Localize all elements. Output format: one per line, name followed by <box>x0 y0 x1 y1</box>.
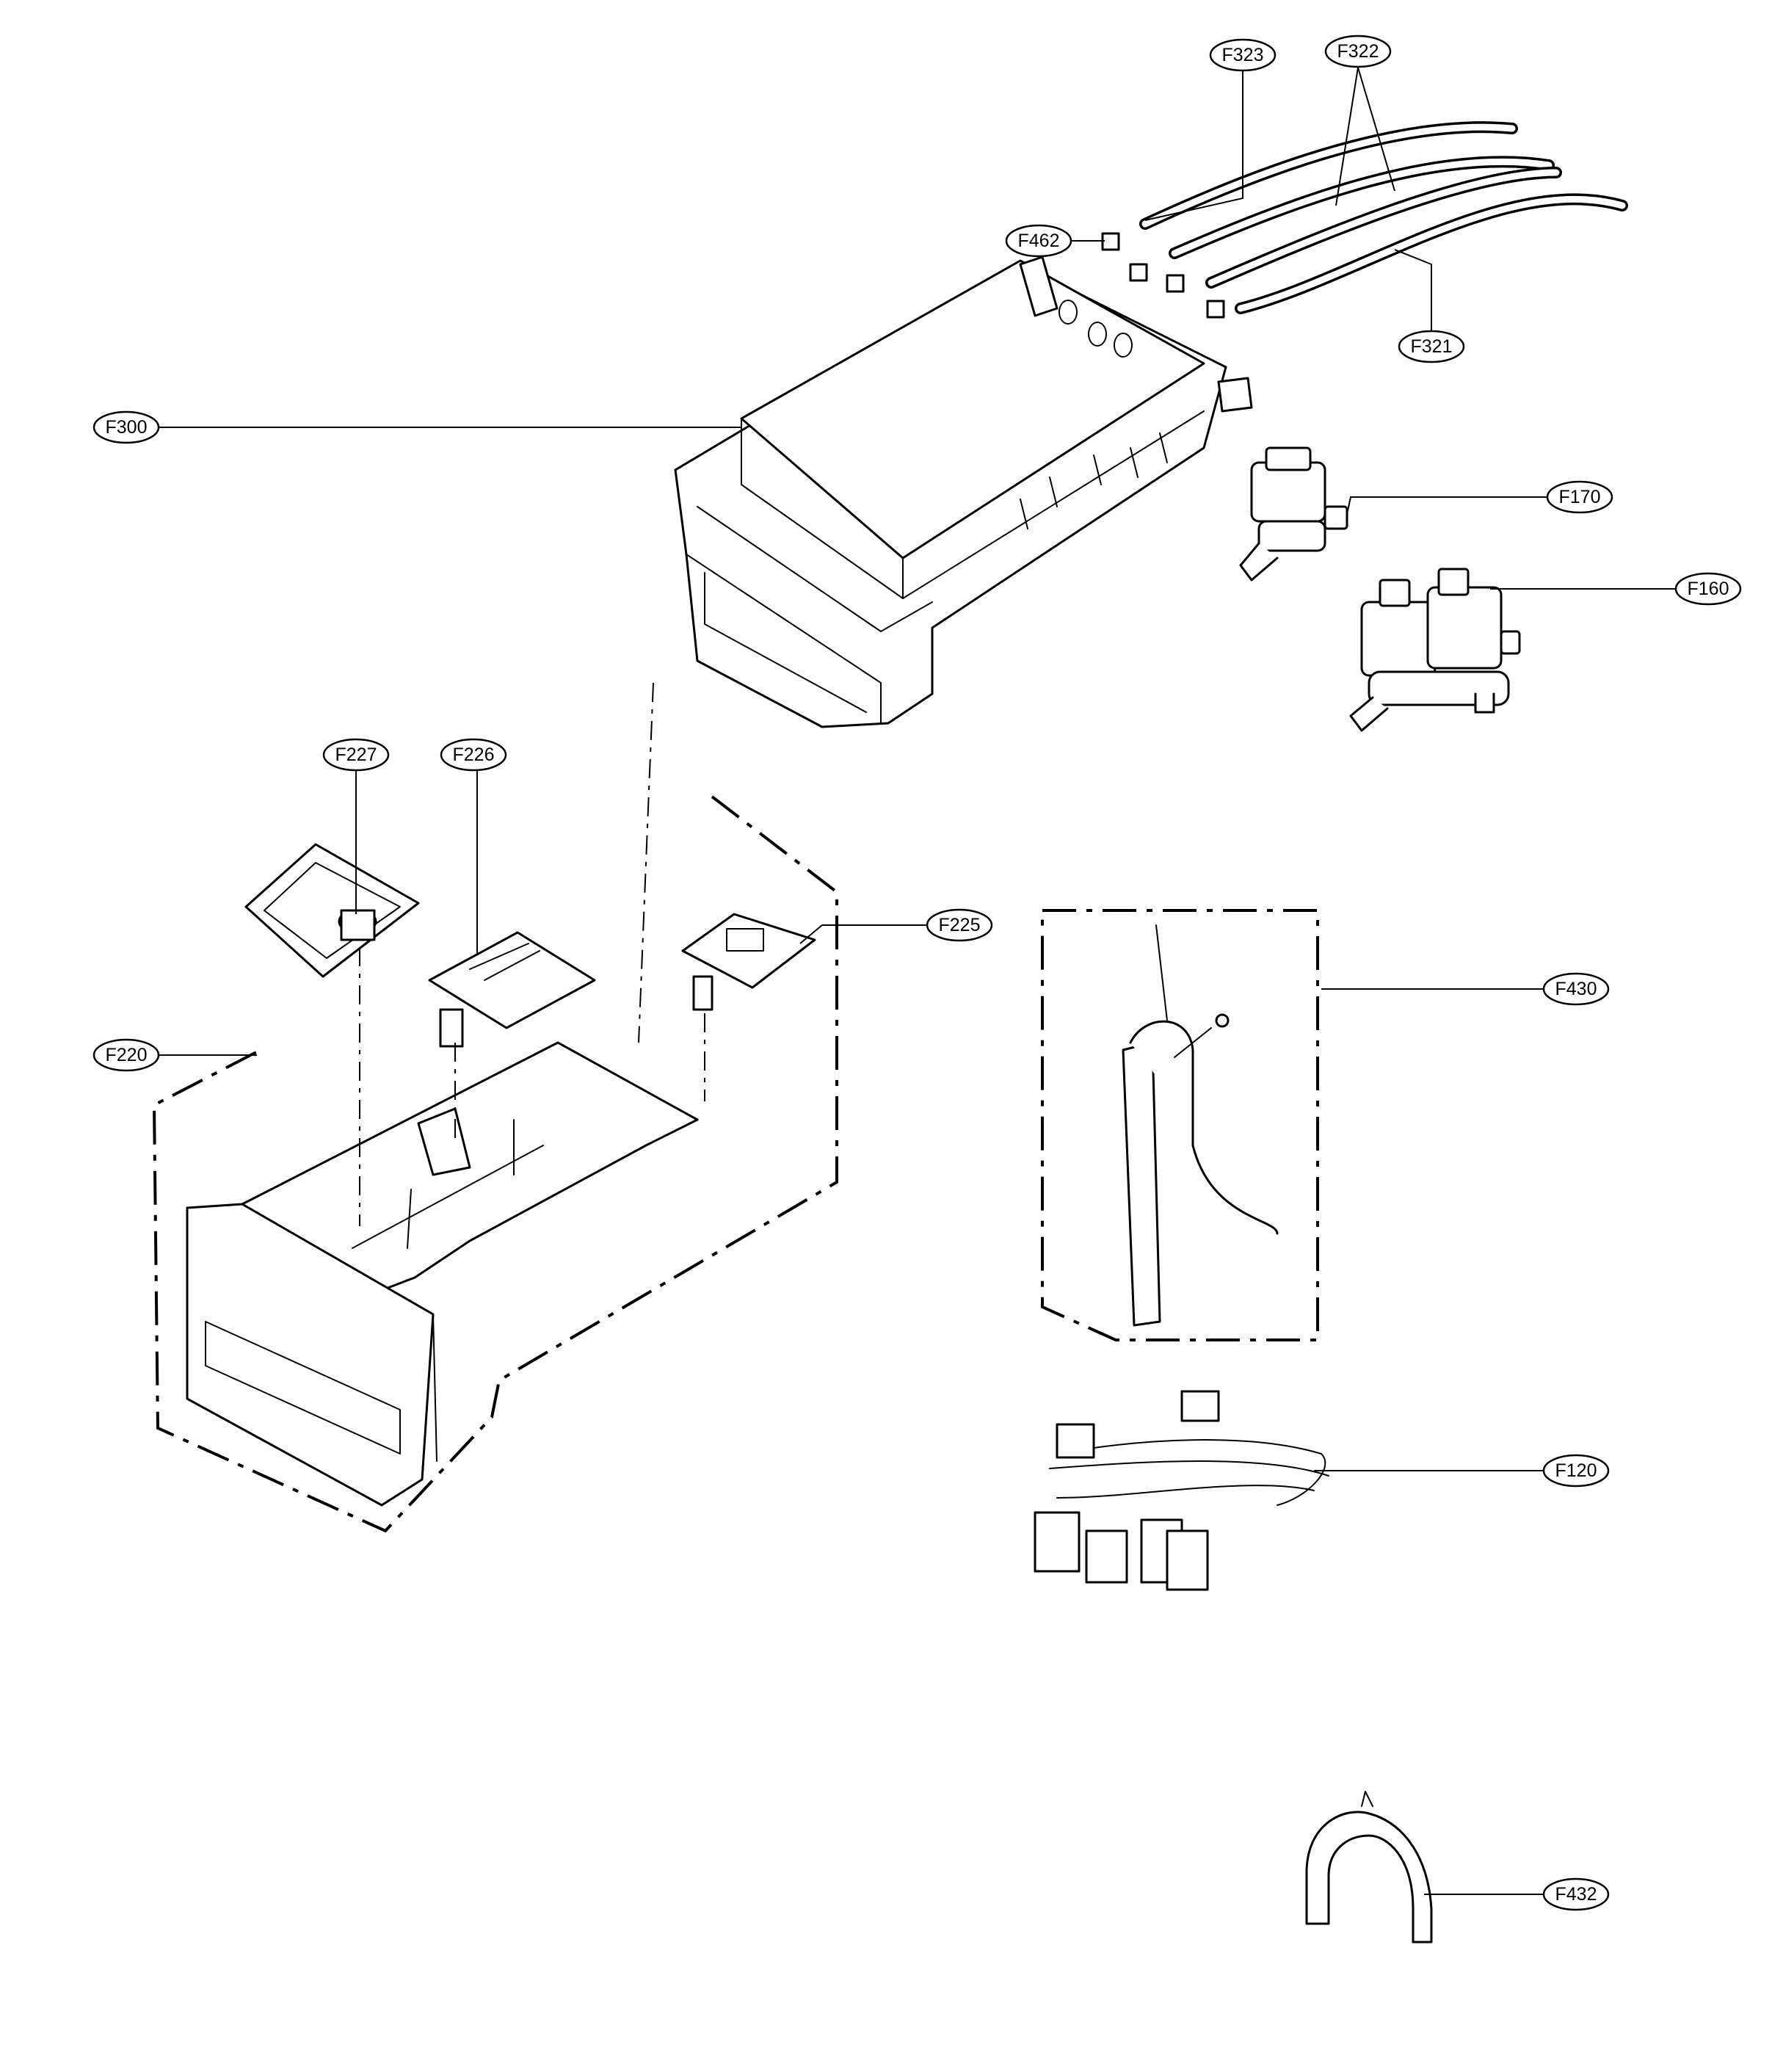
detergent-drawer <box>186 1041 699 1507</box>
callout-f322: F322 <box>1324 35 1392 68</box>
hose-clip <box>1305 1791 1433 1944</box>
callout-f430: F430 <box>1542 972 1610 1006</box>
svg-text:F120: F120 <box>1555 1460 1597 1481</box>
svg-text:F432: F432 <box>1555 1884 1597 1905</box>
callout-f323: F323 <box>1209 38 1277 72</box>
svg-text:F160: F160 <box>1688 579 1729 599</box>
softener-cap <box>244 843 420 978</box>
svg-text:F227: F227 <box>335 745 377 765</box>
valve-double <box>1349 568 1521 732</box>
softener-insert <box>681 913 816 1011</box>
svg-text:F170: F170 <box>1559 487 1601 507</box>
callout-f300: F300 <box>92 410 160 444</box>
callout-f170: F170 <box>1546 480 1613 514</box>
guide-line <box>359 947 705 1226</box>
leader-lines <box>156 67 1676 1895</box>
callout-f225: F225 <box>926 908 993 942</box>
inlet-hoses <box>1101 121 1628 319</box>
dispenser-housing <box>674 256 1253 728</box>
svg-text:F322: F322 <box>1337 41 1379 62</box>
callout-f120: F120 <box>1542 1454 1610 1488</box>
valve-single <box>1239 446 1348 582</box>
callout-f227: F227 <box>322 738 390 772</box>
svg-text:F323: F323 <box>1222 45 1264 65</box>
callout-f220: F220 <box>92 1038 160 1072</box>
svg-text:F430: F430 <box>1555 979 1597 999</box>
callout-f432: F432 <box>1542 1877 1610 1911</box>
svg-text:F321: F321 <box>1411 336 1453 357</box>
svg-text:F220: F220 <box>106 1045 148 1065</box>
bleach-insert <box>428 931 596 1048</box>
callout-f321: F321 <box>1398 330 1465 363</box>
callout-f226: F226 <box>440 738 507 772</box>
svg-text:F226: F226 <box>453 745 495 765</box>
svg-text:F462: F462 <box>1018 231 1060 251</box>
wire-harness <box>1034 1390 1329 1591</box>
callout-f462: F462 <box>1005 224 1072 258</box>
svg-text:F300: F300 <box>106 417 148 438</box>
callout-f160: F160 <box>1674 572 1742 606</box>
drain-hose-box <box>1041 909 1319 1341</box>
svg-text:F225: F225 <box>939 915 981 935</box>
